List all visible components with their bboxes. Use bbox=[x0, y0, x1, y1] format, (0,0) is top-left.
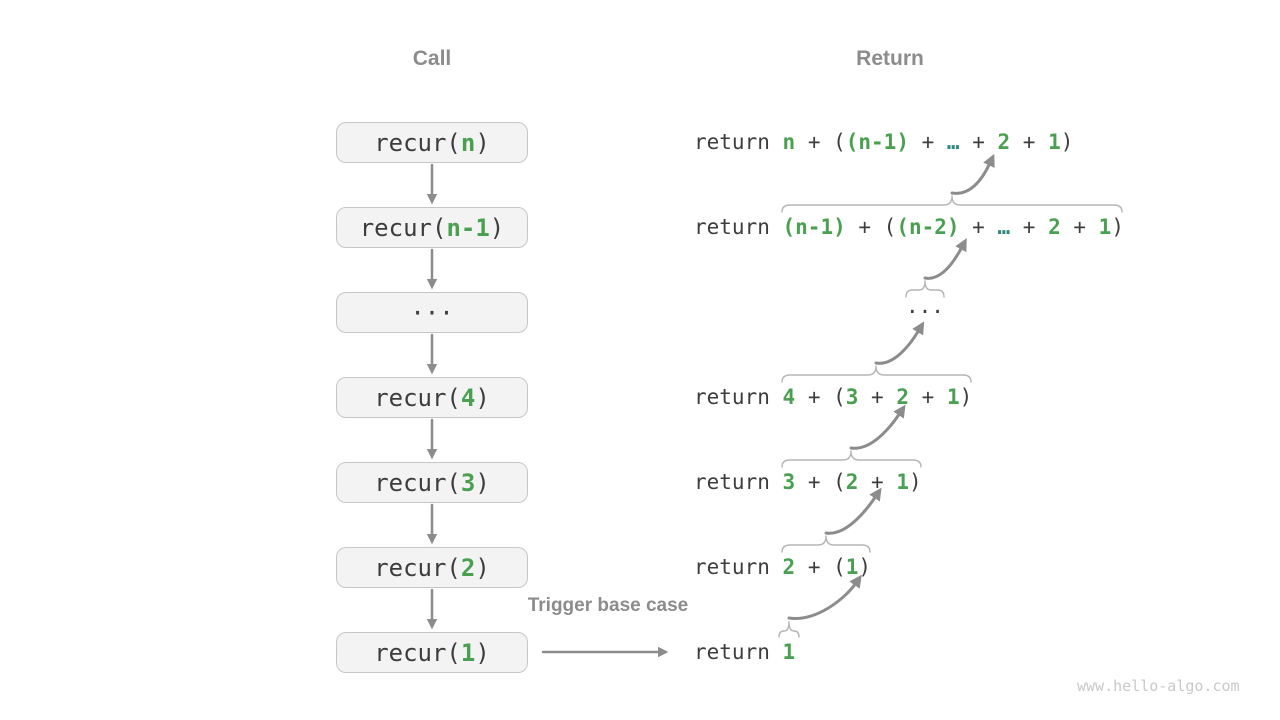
overbrace-icon bbox=[781, 365, 972, 383]
code-segment: recur( bbox=[374, 383, 461, 412]
code-segment: 3 bbox=[460, 468, 476, 497]
code-segment: 2 bbox=[896, 385, 909, 409]
code-segment: + bbox=[959, 215, 998, 239]
return-line-n-1: return (n-1) + ((n-2) + … + 2 + 1) bbox=[694, 214, 1124, 240]
code-segment: 1 bbox=[1048, 130, 1061, 154]
return-line-n: return n + ((n-1) + … + 2 + 1) bbox=[694, 129, 1073, 155]
code-segment: + ( bbox=[795, 385, 846, 409]
code-segment: return bbox=[694, 470, 783, 494]
code-segment: 2 bbox=[997, 130, 1011, 154]
code-segment: recur( bbox=[374, 128, 461, 157]
code-segment: ) bbox=[475, 638, 490, 667]
trigger-base-case-label: Trigger base case bbox=[527, 595, 689, 616]
code-segment: recur( bbox=[374, 553, 461, 582]
code-segment: 2 bbox=[845, 470, 859, 494]
overbrace-icon bbox=[778, 621, 800, 638]
curved-up-arrow-icon bbox=[787, 574, 862, 620]
code-segment: return bbox=[694, 555, 783, 579]
code-segment: (n-1) bbox=[782, 215, 846, 239]
call-box-recur-3: recur(3) bbox=[336, 462, 528, 503]
watermark: www.hello-algo.com bbox=[1077, 677, 1240, 695]
code-segment: recur( bbox=[359, 213, 447, 242]
call-box-recur-n: recur(n) bbox=[336, 122, 528, 163]
code-segment: return bbox=[694, 215, 783, 239]
code-segment: 4 bbox=[782, 385, 796, 409]
code-segment: ) bbox=[959, 385, 973, 409]
return-line-1: return 1 bbox=[694, 639, 795, 665]
return-line-4: return 4 + (3 + 2 + 1) bbox=[694, 384, 972, 410]
code-segment: 4 bbox=[460, 383, 476, 412]
curved-up-arrow-icon bbox=[824, 487, 882, 535]
code-segment: + bbox=[908, 130, 947, 154]
code-segment: 1 bbox=[782, 640, 796, 664]
call-box-ellipsis: ··· bbox=[336, 292, 528, 333]
code-segment: ) bbox=[489, 213, 505, 242]
code-segment: 1 bbox=[1098, 215, 1112, 239]
return-line-ellipsis: ··· bbox=[906, 299, 944, 325]
code-segment: + bbox=[909, 385, 947, 409]
overbrace-icon bbox=[781, 195, 1123, 213]
code-segment: ) bbox=[475, 468, 490, 497]
code-segment: ··· bbox=[410, 298, 454, 327]
code-segment: ) bbox=[475, 383, 490, 412]
code-segment: 1 bbox=[460, 638, 476, 667]
code-segment: return bbox=[694, 640, 783, 664]
return-line-3: return 3 + (2 + 1) bbox=[694, 469, 922, 495]
curved-up-arrow-icon bbox=[874, 321, 925, 365]
call-column-header: Call bbox=[412, 47, 452, 70]
return-column-header: Return bbox=[856, 47, 924, 70]
code-segment: 2 bbox=[460, 553, 476, 582]
code-segment: + bbox=[1010, 215, 1049, 239]
code-segment: 1 bbox=[845, 555, 859, 579]
code-segment: ) bbox=[858, 555, 872, 579]
code-segment: + bbox=[858, 470, 897, 494]
code-segment: ) bbox=[1111, 215, 1124, 239]
overbrace-icon bbox=[781, 450, 922, 468]
curved-up-arrow-icon bbox=[923, 238, 967, 280]
return-line-2: return 2 + (1) bbox=[694, 554, 871, 580]
code-segment: recur( bbox=[374, 468, 461, 497]
code-segment: ) bbox=[475, 553, 490, 582]
curved-up-arrow-icon bbox=[849, 404, 906, 450]
code-segment: (n-2) bbox=[896, 215, 960, 239]
code-segment: (n-1) bbox=[845, 130, 909, 154]
code-segment: ) bbox=[1060, 130, 1074, 154]
call-box-recur-4: recur(4) bbox=[336, 377, 528, 418]
overbrace-icon bbox=[905, 280, 945, 298]
code-segment: 3 bbox=[782, 470, 796, 494]
code-segment: 2 bbox=[782, 555, 796, 579]
code-segment: 2 bbox=[1048, 215, 1061, 239]
code-segment: + ( bbox=[795, 555, 846, 579]
code-segment: + bbox=[858, 385, 897, 409]
code-segment: ··· bbox=[906, 300, 944, 324]
curved-up-arrow-icon bbox=[950, 153, 995, 195]
code-segment: + ( bbox=[845, 215, 897, 239]
code-segment: 1 bbox=[946, 385, 960, 409]
call-box-recur-2: recur(2) bbox=[336, 547, 528, 588]
code-segment: n-1 bbox=[446, 213, 490, 242]
code-segment: + bbox=[959, 130, 998, 154]
code-segment: return bbox=[694, 385, 783, 409]
call-box-recur-n-1: recur(n-1) bbox=[336, 207, 528, 248]
code-segment: n bbox=[782, 130, 796, 154]
code-segment: 1 bbox=[896, 470, 909, 494]
code-segment: … bbox=[997, 215, 1011, 239]
code-segment: ) bbox=[909, 470, 922, 494]
code-segment: + bbox=[1010, 130, 1049, 154]
code-segment: ) bbox=[475, 128, 490, 157]
code-segment: return bbox=[694, 130, 783, 154]
code-segment: + bbox=[1060, 215, 1099, 239]
code-segment: 3 bbox=[845, 385, 859, 409]
code-segment: + ( bbox=[795, 130, 846, 154]
overbrace-icon bbox=[781, 535, 871, 553]
call-box-recur-1: recur(1) bbox=[336, 632, 528, 673]
code-segment: n bbox=[460, 128, 476, 157]
code-segment: + ( bbox=[795, 470, 846, 494]
code-segment: recur( bbox=[374, 638, 461, 667]
code-segment: … bbox=[946, 130, 960, 154]
